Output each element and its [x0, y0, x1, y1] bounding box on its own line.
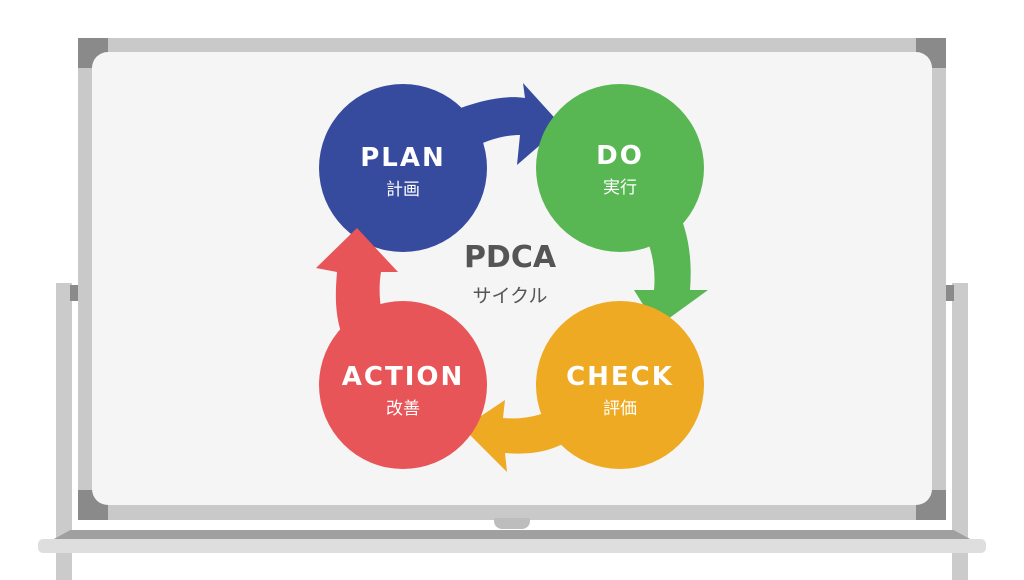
stand-leg-left	[56, 283, 72, 580]
step-check-label: CHECK	[566, 362, 674, 392]
stand-leg-right	[952, 283, 968, 580]
step-plan-jp: 計画	[386, 180, 420, 200]
cycle-title: PDCA サイクル	[410, 240, 610, 308]
step-plan-label: PLAN	[360, 143, 446, 173]
title-cycle: サイクル	[472, 285, 548, 307]
step-check-jp: 評価	[603, 399, 637, 419]
step-action-jp: 改善	[386, 399, 420, 419]
step-do-label: DO	[596, 141, 644, 171]
marker-tray-edge	[52, 530, 972, 540]
step-plan: PLAN 計画	[303, 143, 503, 200]
step-action-label: ACTION	[341, 362, 465, 392]
board-clip	[494, 518, 530, 529]
step-check: CHECK 評価	[520, 362, 720, 419]
circle-plan	[319, 84, 487, 252]
step-action: ACTION 改善	[303, 362, 503, 419]
step-do-jp: 実行	[603, 178, 637, 198]
title-pdca: PDCA	[463, 240, 557, 275]
leg-bracket-left	[70, 285, 80, 301]
circle-check	[536, 301, 704, 469]
circle-do	[536, 84, 704, 252]
step-do: DO 実行	[520, 141, 720, 198]
circle-action	[319, 301, 487, 469]
marker-tray	[38, 539, 986, 553]
leg-bracket-right	[944, 285, 954, 301]
